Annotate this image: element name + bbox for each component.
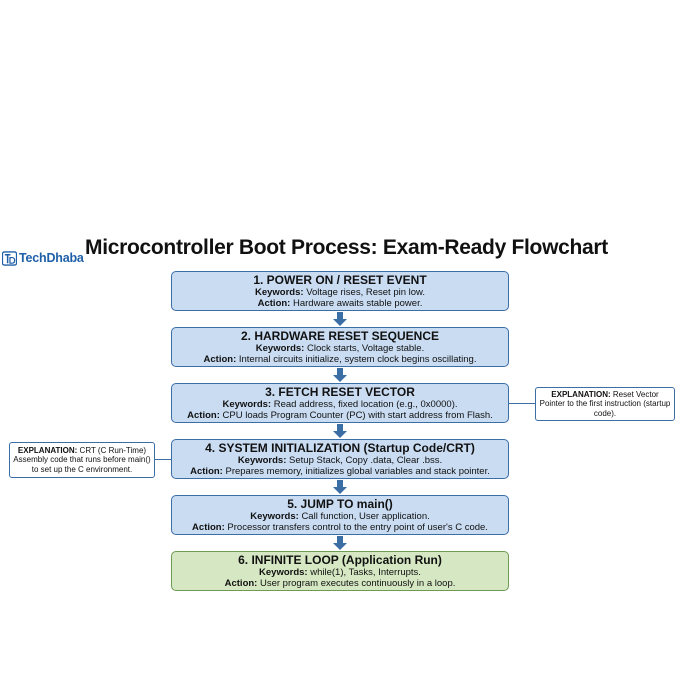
step-hardware-reset: 2. HARDWARE RESET SEQUENCE Keywords: Clo… bbox=[171, 327, 509, 367]
down-arrow-icon bbox=[333, 480, 347, 494]
step-title: 5. JUMP TO main() bbox=[287, 497, 393, 511]
step-action: Action: Internal circuits initialize, sy… bbox=[203, 354, 477, 365]
step-title: 6. INFINITE LOOP (Application Run) bbox=[238, 553, 442, 567]
step-jump-to-main: 5. JUMP TO main() Keywords: Call functio… bbox=[171, 495, 509, 535]
step-keywords: Keywords: Setup Stack, Copy .data, Clear… bbox=[237, 455, 443, 466]
step-fetch-reset-vector: 3. FETCH RESET VECTOR Keywords: Read add… bbox=[171, 383, 509, 423]
step-keywords: Keywords: Call function, User applicatio… bbox=[250, 511, 430, 522]
step-system-initialization: 4. SYSTEM INITIALIZATION (Startup Code/C… bbox=[171, 439, 509, 479]
step-action: Action: User program executes continuous… bbox=[224, 578, 456, 589]
logo: TechDhaba bbox=[2, 249, 84, 267]
note-connector bbox=[509, 403, 535, 404]
step-title: 3. FETCH RESET VECTOR bbox=[265, 385, 415, 399]
logo-text: TechDhaba bbox=[19, 251, 84, 265]
explanation-reset-vector: EXPLANATION: Reset Vector Pointer to the… bbox=[535, 387, 675, 421]
step-title: 1. POWER ON / RESET EVENT bbox=[253, 273, 427, 287]
step-action: Action: Prepares memory, initializes glo… bbox=[190, 466, 490, 477]
step-power-on: 1. POWER ON / RESET EVENT Keywords: Volt… bbox=[171, 271, 509, 311]
down-arrow-icon bbox=[333, 536, 347, 550]
step-keywords: Keywords: while(1), Tasks, Interrupts. bbox=[259, 567, 421, 578]
step-keywords: Keywords: Voltage rises, Reset pin low. bbox=[254, 287, 426, 298]
step-infinite-loop: 6. INFINITE LOOP (Application Run) Keywo… bbox=[171, 551, 509, 591]
td-monogram-icon bbox=[2, 250, 17, 266]
down-arrow-icon bbox=[333, 312, 347, 326]
note-heading: EXPLANATION: CRT (C Run-Time) bbox=[17, 445, 147, 455]
note-connector bbox=[155, 459, 171, 460]
note-body: Pointer to the first instruction (startu… bbox=[539, 399, 671, 418]
step-action: Action: Hardware awaits stable power. bbox=[257, 298, 423, 309]
note-heading: EXPLANATION: Reset Vector bbox=[551, 389, 659, 399]
step-title: 2. HARDWARE RESET SEQUENCE bbox=[240, 329, 440, 343]
step-keywords: Keywords: Read address, fixed location (… bbox=[222, 399, 458, 410]
page-title: Microcontroller Boot Process: Exam-Ready… bbox=[85, 236, 608, 259]
step-title: 4. SYSTEM INITIALIZATION (Startup Code/C… bbox=[205, 441, 475, 455]
down-arrow-icon bbox=[333, 424, 347, 438]
step-keywords: Keywords: Clock starts, Voltage stable. bbox=[255, 343, 425, 354]
note-body: Assembly code that runs before main() to… bbox=[13, 455, 151, 474]
explanation-crt: EXPLANATION: CRT (C Run-Time) Assembly c… bbox=[9, 442, 155, 478]
down-arrow-icon bbox=[333, 368, 347, 382]
step-action: Action: CPU loads Program Counter (PC) w… bbox=[187, 410, 493, 421]
step-action: Action: Processor transfers control to t… bbox=[192, 522, 488, 533]
